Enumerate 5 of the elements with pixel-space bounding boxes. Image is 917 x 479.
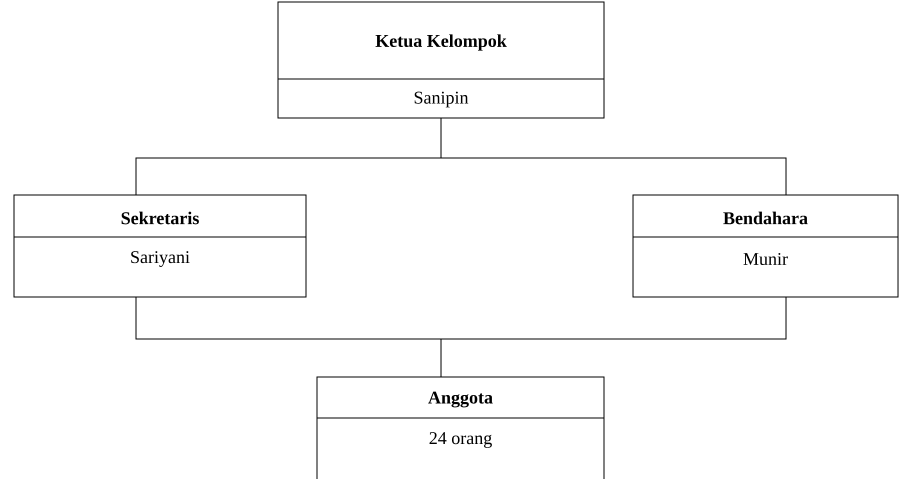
org-box: Anggota 24 orang	[316, 376, 604, 479]
org-box: Ketua Kelompok Sanipin	[278, 2, 604, 118]
org-box: Bendahara Munir	[632, 194, 899, 298]
org-box: Sekretaris Sariyani	[14, 194, 306, 298]
connector-line	[440, 297, 787, 377]
